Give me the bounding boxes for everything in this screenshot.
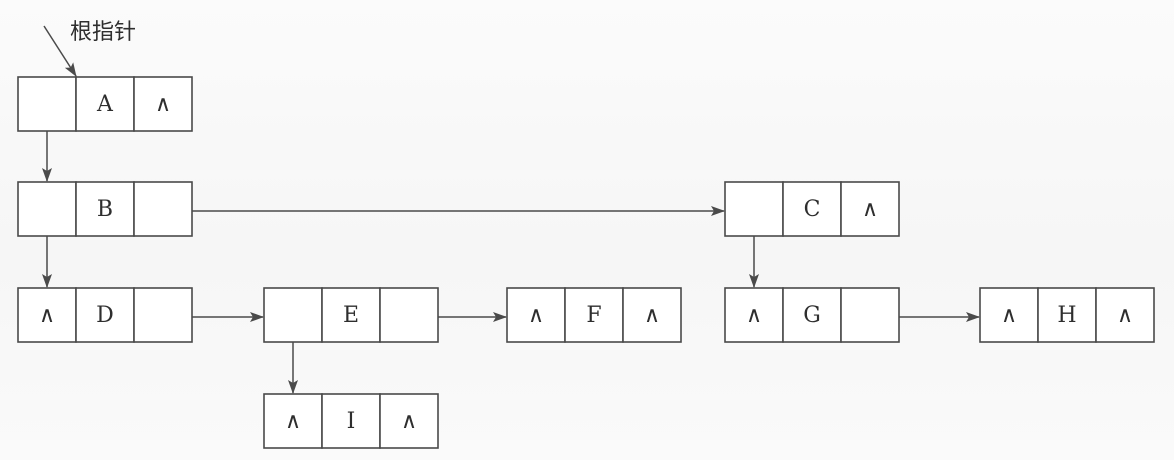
tree-node-h: ∧ H ∧ bbox=[979, 287, 1155, 343]
node-a-child-pointer-cell bbox=[17, 76, 77, 132]
node-d-label: D bbox=[96, 303, 114, 328]
tree-node-i: ∧ I ∧ bbox=[263, 393, 439, 449]
node-h-label: H bbox=[1057, 303, 1076, 328]
node-d-child-pointer-cell bbox=[17, 287, 77, 343]
tree-node-b: B bbox=[17, 181, 193, 237]
node-i-sibling-pointer-null-symbol: ∧ bbox=[401, 409, 417, 434]
node-g-label: G bbox=[803, 303, 821, 328]
node-c-sibling-pointer-null-symbol: ∧ bbox=[862, 197, 878, 222]
node-f-label: F bbox=[586, 303, 601, 328]
node-f-child-pointer-null-symbol: ∧ bbox=[528, 303, 544, 328]
node-b-child-pointer-cell bbox=[17, 181, 77, 237]
root-pointer-label: 根指针 bbox=[70, 20, 137, 45]
node-g-data-cell bbox=[782, 287, 842, 343]
node-d-data-cell bbox=[75, 287, 135, 343]
node-i-data-cell bbox=[321, 393, 381, 449]
node-b-sibling-pointer-cell bbox=[133, 181, 193, 237]
node-f-sibling-pointer-null-symbol: ∧ bbox=[644, 303, 660, 328]
node-e-sibling-pointer-cell bbox=[379, 287, 439, 343]
node-c-label: C bbox=[804, 197, 821, 222]
node-i-child-pointer-cell bbox=[263, 393, 323, 449]
node-h-sibling-pointer-cell bbox=[1095, 287, 1155, 343]
tree-node-d: ∧D bbox=[17, 287, 193, 343]
node-b-label: B bbox=[97, 197, 113, 222]
node-b-data-cell bbox=[75, 181, 135, 237]
tree-node-g: ∧G bbox=[724, 287, 900, 343]
node-c-data-cell bbox=[782, 181, 842, 237]
node-h-data-cell bbox=[1037, 287, 1097, 343]
node-f-data-cell bbox=[564, 287, 624, 343]
node-e-label: E bbox=[343, 303, 359, 328]
node-g-sibling-pointer-cell bbox=[840, 287, 900, 343]
node-d-sibling-pointer-cell bbox=[133, 287, 193, 343]
tree-node-e: E bbox=[263, 287, 439, 343]
node-c-child-pointer-cell bbox=[724, 181, 784, 237]
node-a-sibling-pointer-cell bbox=[133, 76, 193, 132]
node-i-child-pointer-null-symbol: ∧ bbox=[285, 409, 301, 434]
tree-node-a: A∧ bbox=[17, 76, 193, 132]
node-f-child-pointer-cell bbox=[506, 287, 566, 343]
node-f-sibling-pointer-cell bbox=[622, 287, 682, 343]
node-h-child-pointer-null-symbol: ∧ bbox=[1001, 303, 1017, 328]
node-d-child-pointer-null-symbol: ∧ bbox=[39, 303, 55, 328]
node-g-child-pointer-null-symbol: ∧ bbox=[746, 303, 762, 328]
node-a-sibling-pointer-null-symbol: ∧ bbox=[155, 92, 171, 117]
node-c-sibling-pointer-cell bbox=[840, 181, 900, 237]
node-e-child-pointer-cell bbox=[263, 287, 323, 343]
tree-node-f: ∧ F ∧ bbox=[506, 287, 682, 343]
node-h-sibling-pointer-null-symbol: ∧ bbox=[1117, 303, 1133, 328]
node-i-label: I bbox=[347, 409, 356, 434]
edge-root-to-a bbox=[43, 25, 77, 77]
node-a-label: A bbox=[96, 92, 114, 117]
node-i-sibling-pointer-cell bbox=[379, 393, 439, 449]
tree-node-c: C∧ bbox=[724, 181, 900, 237]
